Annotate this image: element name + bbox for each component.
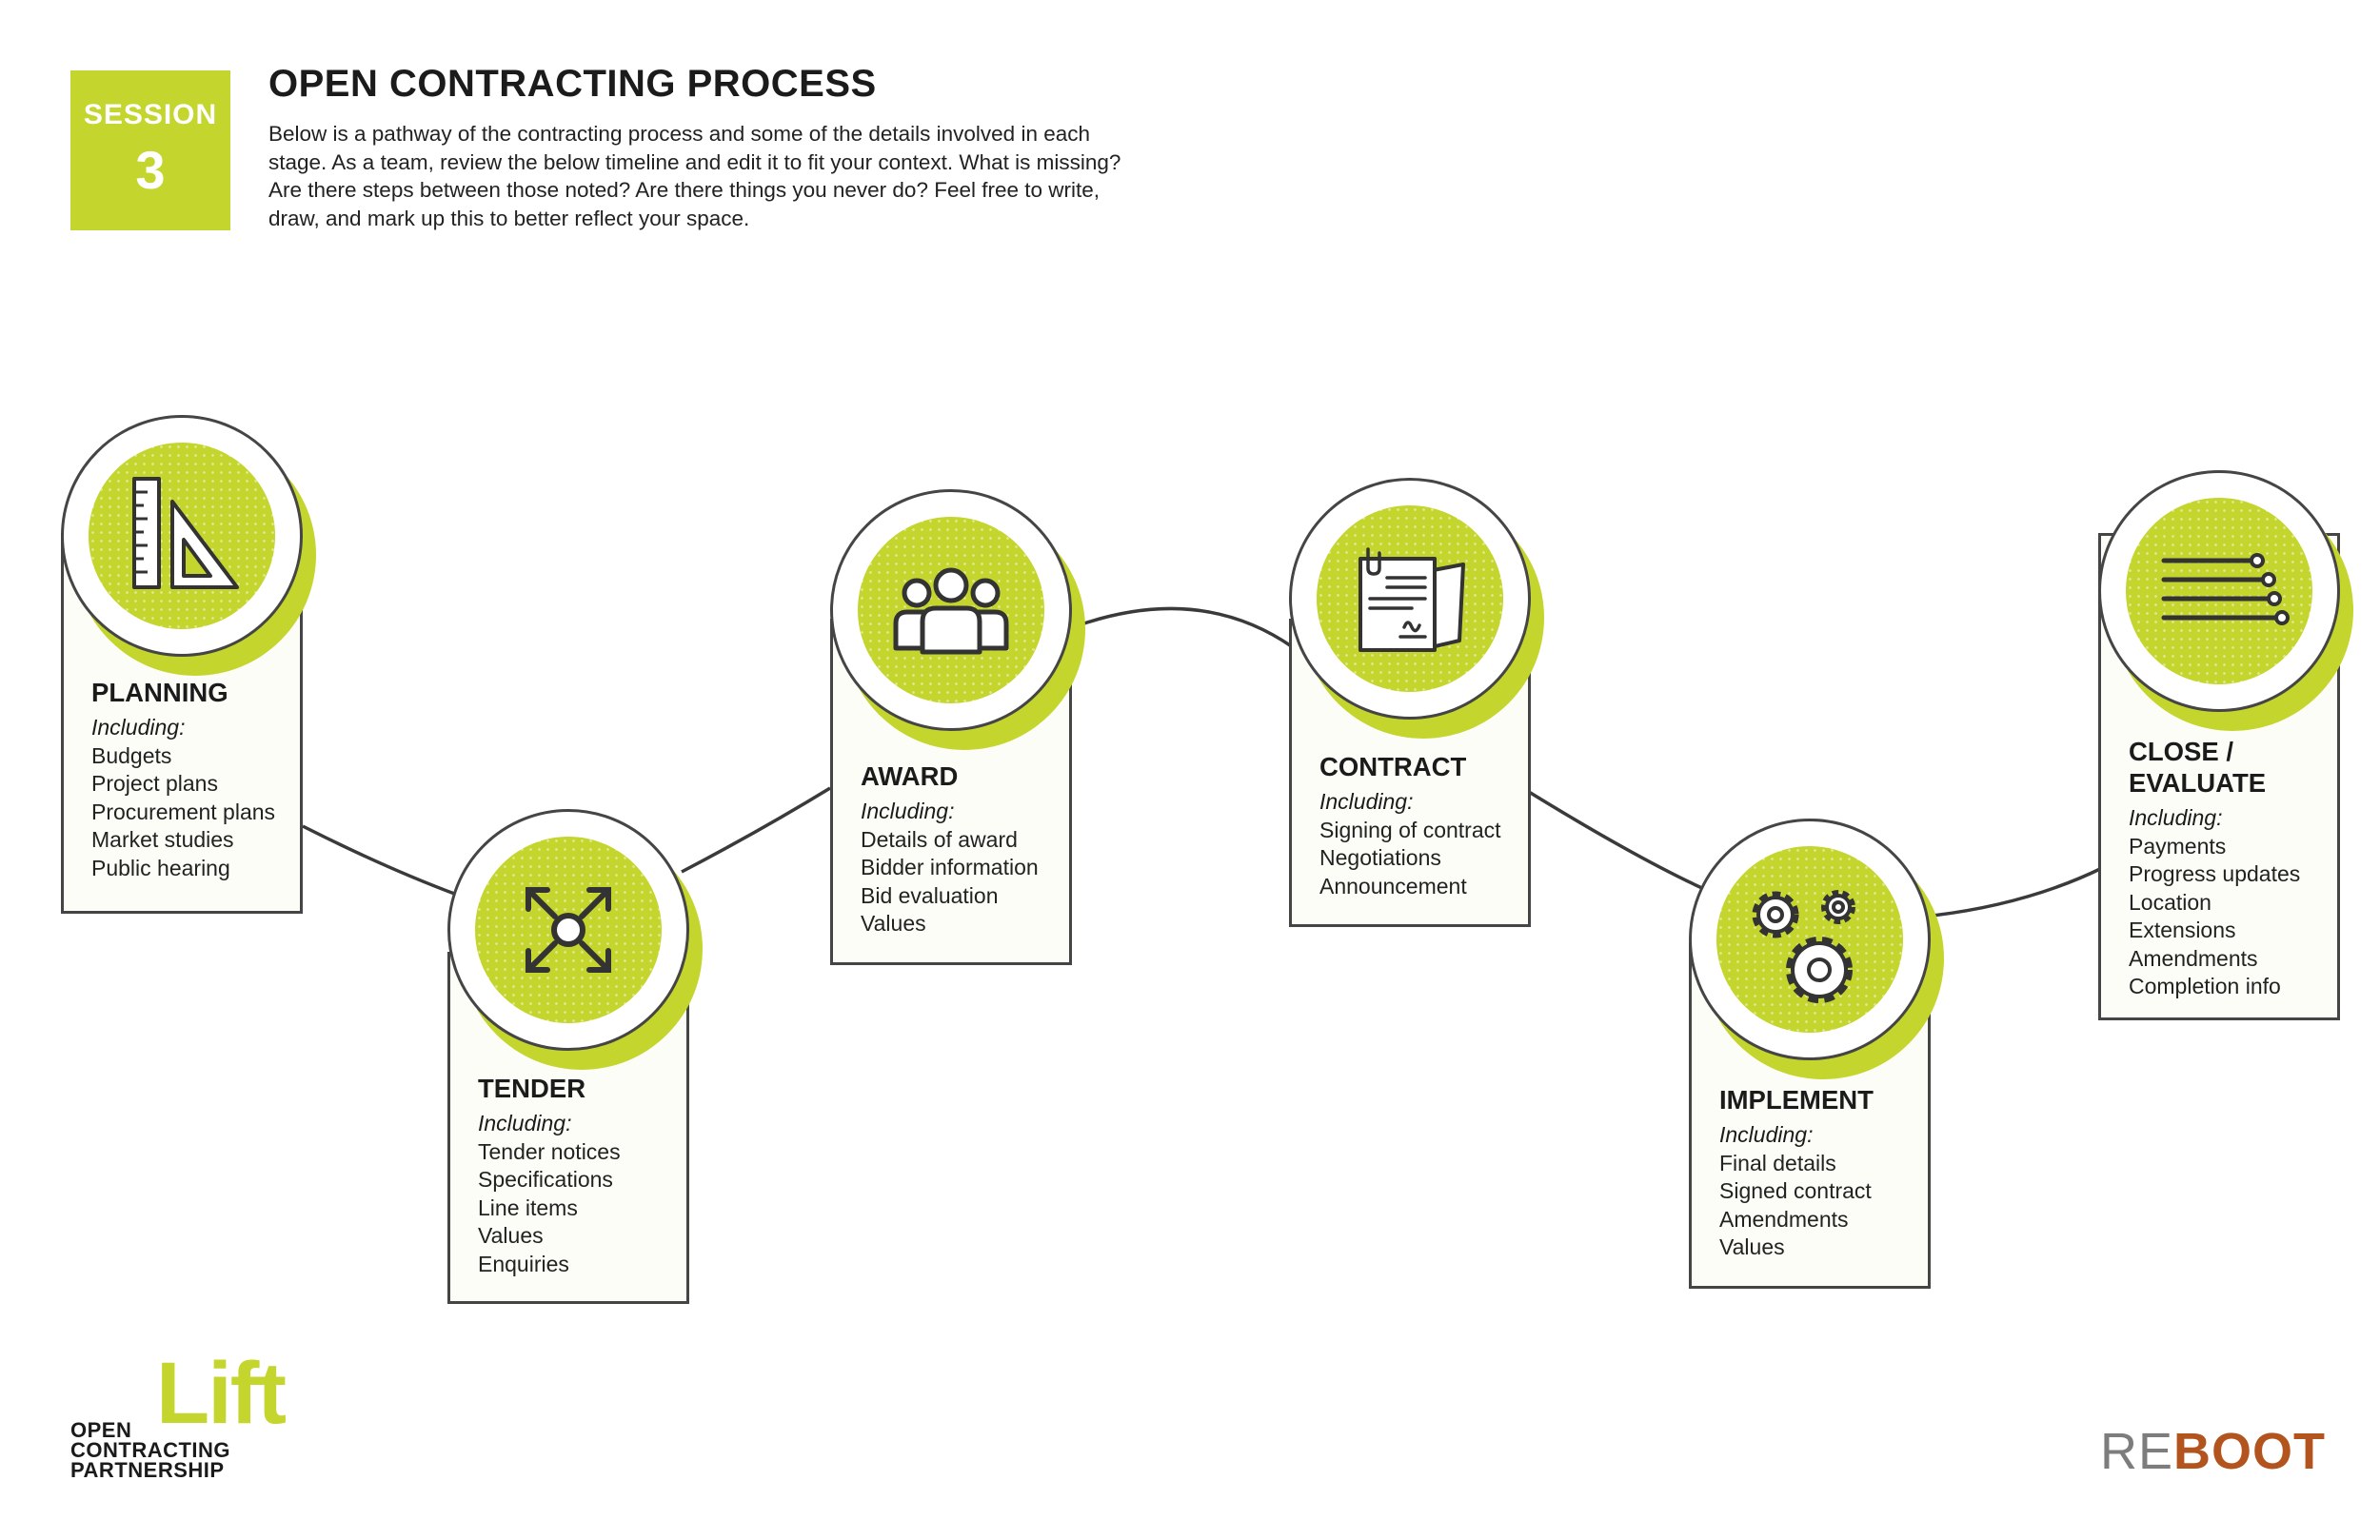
stage-icon-circle bbox=[447, 809, 689, 1051]
list-item: Details of award bbox=[861, 826, 1018, 852]
session-number: 3 bbox=[135, 140, 166, 200]
stage-icon-circle bbox=[2098, 470, 2340, 712]
list-item: Bidder information bbox=[861, 855, 1039, 879]
list-item: Bid evaluation bbox=[861, 882, 999, 908]
list-item: Negotiations bbox=[1319, 845, 1441, 870]
list-item: Enquiries bbox=[478, 1251, 569, 1276]
list-item: Amendments bbox=[2129, 945, 2258, 971]
session-label: SESSION bbox=[83, 99, 218, 130]
including-label: Including: bbox=[1319, 789, 1414, 814]
expand-arrows-icon bbox=[526, 887, 611, 973]
stage-title: AWARD bbox=[861, 761, 959, 791]
session-badge: SESSION 3 bbox=[70, 70, 230, 230]
including-label: Including: bbox=[91, 715, 186, 740]
stage-icon-circle bbox=[1289, 478, 1531, 720]
list-item: Values bbox=[478, 1223, 544, 1248]
list-item: Procurement plans bbox=[91, 799, 276, 824]
signed-document-icon bbox=[1359, 547, 1465, 652]
list-item: Project plans bbox=[91, 771, 218, 796]
including-label: Including: bbox=[1719, 1122, 1814, 1147]
stage-title: IMPLEMENT bbox=[1719, 1085, 1874, 1115]
stage-icon-circle bbox=[830, 489, 1072, 731]
page-title: OPEN CONTRACTING PROCESS bbox=[268, 63, 877, 105]
lift-logo: Lift bbox=[156, 1345, 287, 1442]
list-item: Progress updates bbox=[2129, 861, 2301, 886]
list-item: Extensions bbox=[2129, 918, 2236, 942]
list-lines-icon bbox=[2161, 553, 2290, 625]
list-item: Values bbox=[861, 911, 926, 936]
stage-icon-circle bbox=[1689, 819, 1931, 1060]
reboot-logo: REBOOT bbox=[2100, 1423, 2327, 1480]
list-item: Line items bbox=[478, 1194, 578, 1220]
list-item: Completion info bbox=[2129, 974, 2281, 998]
list-item: Announcement bbox=[1319, 873, 1467, 898]
list-item: Public hearing bbox=[91, 855, 230, 880]
intro-paragraph: Below is a pathway of the contracting pr… bbox=[268, 122, 1121, 230]
ruler-triangle-icon bbox=[132, 477, 239, 589]
list-item: Values bbox=[1719, 1234, 1785, 1259]
including-label: Including: bbox=[2129, 805, 2223, 830]
stage-title: PLANNING bbox=[91, 678, 228, 707]
gears-icon bbox=[1752, 890, 1855, 1003]
list-item: Location bbox=[2129, 889, 2211, 915]
stage-icon-circle bbox=[61, 415, 303, 657]
list-item: Signed contract bbox=[1719, 1178, 1872, 1203]
including-label: Including: bbox=[861, 799, 955, 823]
list-item: Budgets bbox=[91, 742, 172, 768]
list-item: Payments bbox=[2129, 833, 2227, 859]
list-item: Market studies bbox=[91, 827, 234, 852]
list-item: Final details bbox=[1719, 1150, 1836, 1175]
list-item: Signing of contract bbox=[1319, 817, 1501, 842]
list-item: Specifications bbox=[478, 1167, 613, 1192]
list-item: Amendments bbox=[1719, 1206, 1849, 1232]
including-label: Including: bbox=[478, 1111, 572, 1135]
stage-title: CLOSE / EVALUATE bbox=[2129, 737, 2267, 798]
people-group-icon bbox=[893, 567, 1009, 655]
list-item: Tender notices bbox=[478, 1138, 621, 1164]
stage-title: TENDER bbox=[478, 1074, 586, 1103]
open-contracting-partnership-logo: OPEN CONTRACTING PARTNERSHIP bbox=[70, 1418, 231, 1482]
stage-title: CONTRACT bbox=[1319, 752, 1467, 781]
